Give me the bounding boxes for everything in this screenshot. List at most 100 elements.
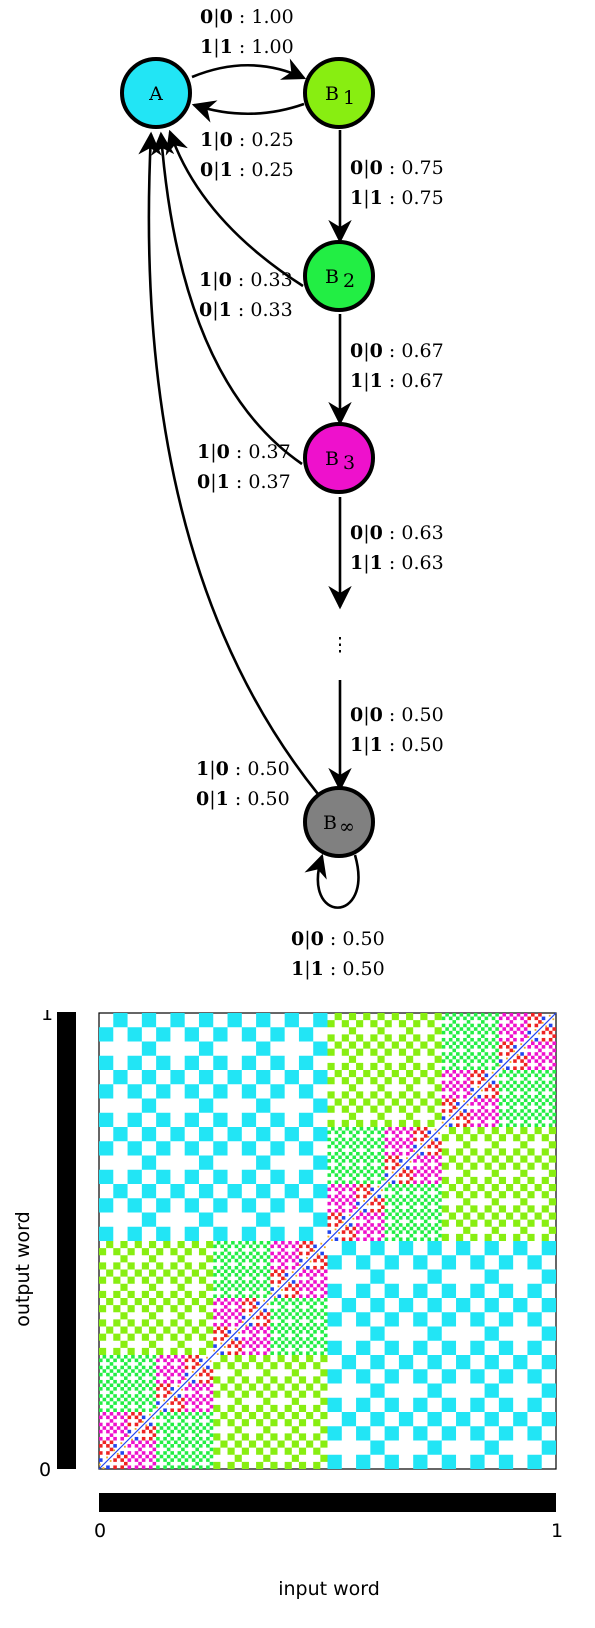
fractal-cell	[545, 1070, 549, 1074]
fractal-cell	[413, 1180, 417, 1184]
fractal-cell	[227, 1127, 242, 1142]
fractal-cell	[370, 1105, 378, 1113]
x-axis-label: input word	[278, 1578, 380, 1600]
fractal-cell	[127, 1084, 142, 1099]
fractal-cell	[270, 1258, 274, 1263]
fractal-cell	[345, 1184, 349, 1188]
fractal-cell	[134, 1444, 139, 1448]
fractal-cell	[295, 1333, 299, 1338]
fractal-cell	[352, 1134, 357, 1138]
fractal-cell	[284, 1390, 292, 1398]
node-b2[interactable]: B 2	[303, 240, 375, 312]
fractal-cell	[406, 1070, 414, 1078]
fractal-cell	[441, 1255, 457, 1270]
fractal-cell	[298, 1419, 307, 1427]
node-b3-label: B	[325, 448, 339, 470]
fractal-cell	[348, 1055, 357, 1063]
fractal-cell	[184, 1141, 199, 1156]
fractal-cell	[127, 1027, 142, 1042]
fractal-cell	[548, 1066, 553, 1070]
fractal-cell	[298, 1362, 307, 1370]
fractal-cell	[198, 1401, 203, 1405]
fractal-cell	[331, 1155, 335, 1160]
fractal-cell	[398, 1355, 414, 1370]
fractal-cell	[266, 1319, 271, 1323]
fractal-cell	[263, 1322, 267, 1327]
fractal-cell	[441, 1037, 446, 1042]
edge-label-b2-a: 1|0 : 0.33 0|1 : 0.33	[199, 269, 293, 321]
fractal-cell	[552, 1105, 556, 1110]
svg-text:0|1 : 0.50: 0|1 : 0.50	[196, 788, 290, 810]
fractal-cell	[481, 1112, 485, 1117]
fractal-cell	[281, 1326, 285, 1331]
fractal-cell	[434, 1159, 439, 1163]
fractal-cell	[206, 1408, 210, 1412]
fractal-cell	[99, 1458, 103, 1462]
node-b1[interactable]: B 1	[303, 57, 375, 129]
node-b3[interactable]: B 3	[303, 422, 375, 494]
fractal-cell	[113, 1290, 121, 1299]
fractal-cell	[420, 1098, 428, 1106]
fractal-cell	[516, 1053, 519, 1056]
fractal-cell	[548, 1127, 556, 1135]
fractal-cell	[173, 1355, 178, 1359]
fractal-cell	[106, 1456, 108, 1459]
fractal-cell	[498, 1176, 507, 1185]
fractal-cell	[198, 1363, 201, 1366]
fractal-cell	[306, 1344, 310, 1348]
fractal-cell	[191, 1451, 196, 1455]
fractal-cell	[484, 1191, 492, 1199]
fractal-cell	[156, 1379, 160, 1384]
fractal-cell	[198, 1276, 207, 1284]
fractal-cell	[398, 1105, 407, 1113]
fractal-cell	[141, 1184, 157, 1199]
fractal-cell	[238, 1269, 242, 1274]
fractal-cell	[227, 1330, 232, 1334]
fractal-cell	[266, 1312, 271, 1316]
fractal-cell	[323, 1298, 328, 1302]
svg-text:0|1 : 0.37: 0|1 : 0.37	[197, 471, 291, 493]
fractal-cell	[352, 1233, 357, 1238]
fractal-cell	[423, 1219, 428, 1224]
node-a[interactable]: A	[120, 57, 192, 129]
fractal-cell	[341, 1201, 346, 1206]
fractal-cell	[498, 1023, 503, 1028]
fractal-cell	[202, 1426, 207, 1430]
fractal-cell	[270, 1362, 278, 1370]
fractal-cell	[352, 1205, 357, 1209]
fractal-cell	[334, 1137, 339, 1142]
fractal-cell	[448, 1045, 453, 1049]
fractal-cell	[406, 1151, 410, 1156]
fractal-cell	[259, 1326, 264, 1331]
fractal-cell	[148, 1408, 153, 1412]
fractal-cell	[263, 1294, 267, 1298]
fractal-cell	[248, 1344, 253, 1348]
fractal-cell	[516, 1112, 521, 1117]
fractal-cell	[423, 1198, 428, 1202]
fractal-cell	[99, 1379, 103, 1384]
fractal-cell	[552, 1041, 556, 1046]
fractal-cell	[163, 1241, 171, 1249]
fractal-cell	[477, 1023, 482, 1028]
fractal-cell	[302, 1267, 305, 1270]
fractal-cell	[113, 1262, 121, 1270]
fractal-cell	[213, 1112, 228, 1127]
fractal-cell	[409, 1205, 414, 1209]
fractal-cell	[391, 1180, 396, 1184]
fractal-cell	[134, 1458, 139, 1462]
fractal-cell	[270, 1308, 274, 1313]
fractal-cell	[234, 1328, 237, 1331]
fractal-cell	[498, 1191, 507, 1199]
node-binf[interactable]: B ∞	[303, 786, 375, 858]
fractal-cell	[148, 1465, 153, 1469]
fractal-cell	[441, 1116, 446, 1120]
fractal-cell	[170, 1347, 178, 1356]
fractal-cell	[341, 1237, 346, 1241]
fractal-cell	[413, 1208, 417, 1213]
x-tick-left: 0	[94, 1520, 106, 1542]
label-b1-a-l2-prob: 0.25	[251, 159, 293, 181]
fractal-cell	[452, 1118, 455, 1120]
fractal-cell	[241, 1251, 246, 1256]
fractal-cell	[402, 1167, 405, 1170]
fractal-cell	[170, 1248, 178, 1256]
